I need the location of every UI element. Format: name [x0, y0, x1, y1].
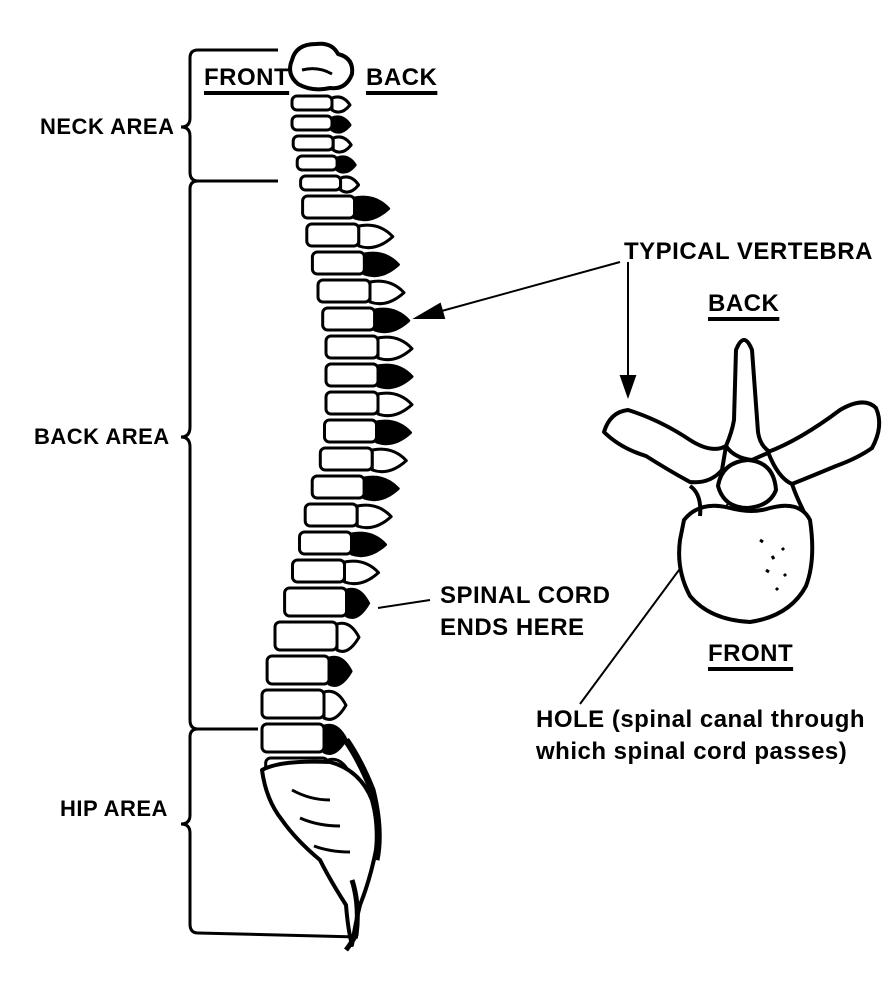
right-transverse-process [766, 400, 882, 486]
vertebra-process-11 [376, 363, 414, 390]
vertebra-body-3 [295, 154, 339, 172]
vertebra-process-6 [357, 223, 395, 250]
vertebra-body-15 [310, 474, 366, 500]
vertebra-body-8 [316, 278, 372, 304]
vertebra-body-6 [305, 222, 361, 248]
vertebra-stack [260, 94, 414, 789]
atlas-vertebra [288, 41, 355, 92]
vertebra-process-18 [343, 559, 380, 586]
spine-back-label: BACK [366, 64, 438, 91]
vertebra-body-23 [260, 722, 326, 754]
spinal-cord-label-line1: SPINAL CORD [440, 582, 611, 609]
back-area-label: BACK AREA [34, 424, 170, 449]
vertebra-body-11 [324, 362, 380, 388]
vertebra-process-16 [355, 503, 393, 530]
spine-side-view [260, 41, 414, 952]
vertebra-body-20 [273, 620, 339, 652]
vertebra-body-17 [298, 530, 353, 556]
spinal-cord-pointer [377, 599, 431, 609]
neck-area-bracket [180, 48, 278, 183]
vertebra-process-12 [376, 391, 414, 418]
vertebra-body-7 [310, 250, 366, 276]
vertebra-process-14 [370, 447, 408, 474]
vertebra-body-2 [291, 134, 335, 152]
vertebra-process-13 [375, 419, 412, 446]
vertebra-front-label: FRONT [708, 640, 794, 667]
vertebra-process-3 [335, 155, 357, 174]
vertebra-process-23 [322, 723, 348, 755]
vertebra-body-5 [301, 194, 357, 220]
typical-vertebra-label: TYPICAL VERTEBRA [624, 238, 873, 265]
vertebra-body-21 [265, 654, 331, 686]
vertebra-process-4 [339, 175, 361, 194]
vertebra-process-0 [330, 95, 352, 114]
hip-area-bracket [180, 727, 359, 939]
spinal-canal [716, 458, 778, 510]
vertebra-body-4 [299, 174, 343, 192]
vertebra-body-18 [291, 558, 346, 584]
vertebra-process-5 [353, 195, 391, 222]
vertebra-body-13 [323, 418, 378, 444]
typical-vertebra-arrows [412, 261, 637, 400]
vertebra-process-1 [330, 115, 352, 134]
vertebra-process-7 [362, 251, 400, 278]
spine-front-label: FRONT [204, 64, 290, 91]
vertebra-process-2 [331, 135, 353, 154]
vertebra-body-1 [290, 114, 334, 132]
sacrum [260, 759, 380, 947]
vertebra-body-0 [290, 94, 334, 112]
vertebra-process-8 [368, 279, 406, 306]
spinal-cord-label-line2: ENDS HERE [440, 614, 585, 641]
vertebra-process-22 [322, 689, 348, 721]
vertebra-back-label: BACK [708, 290, 780, 317]
vertebra-body-19 [283, 586, 349, 618]
vertebral-body [677, 503, 815, 624]
vertebra-body-22 [260, 688, 326, 720]
vertebra-body-9 [321, 306, 377, 332]
vertebra-body-16 [303, 502, 359, 528]
left-transverse-process [602, 408, 728, 485]
vertebra-process-15 [362, 475, 400, 502]
vertebra-process-19 [345, 587, 371, 619]
vertebra-process-10 [376, 335, 414, 362]
neck-area-label: NECK AREA [40, 114, 175, 139]
vertebra-top-view [602, 338, 882, 624]
vertebra-process-9 [373, 307, 411, 334]
hole-label-line1: HOLE (spinal canal through [536, 706, 866, 733]
vertebra-process-17 [350, 531, 387, 558]
hole-label-line2: which spinal cord passes) [536, 738, 848, 765]
vertebra-body-12 [324, 390, 380, 416]
back-area-bracket [180, 179, 278, 731]
hip-area-label: HIP AREA [60, 796, 168, 821]
spinous-process [724, 338, 772, 462]
vertebra-body-14 [318, 446, 374, 472]
vertebra-process-20 [335, 621, 361, 653]
vertebra-process-21 [327, 655, 353, 687]
vertebra-body-10 [324, 334, 380, 360]
